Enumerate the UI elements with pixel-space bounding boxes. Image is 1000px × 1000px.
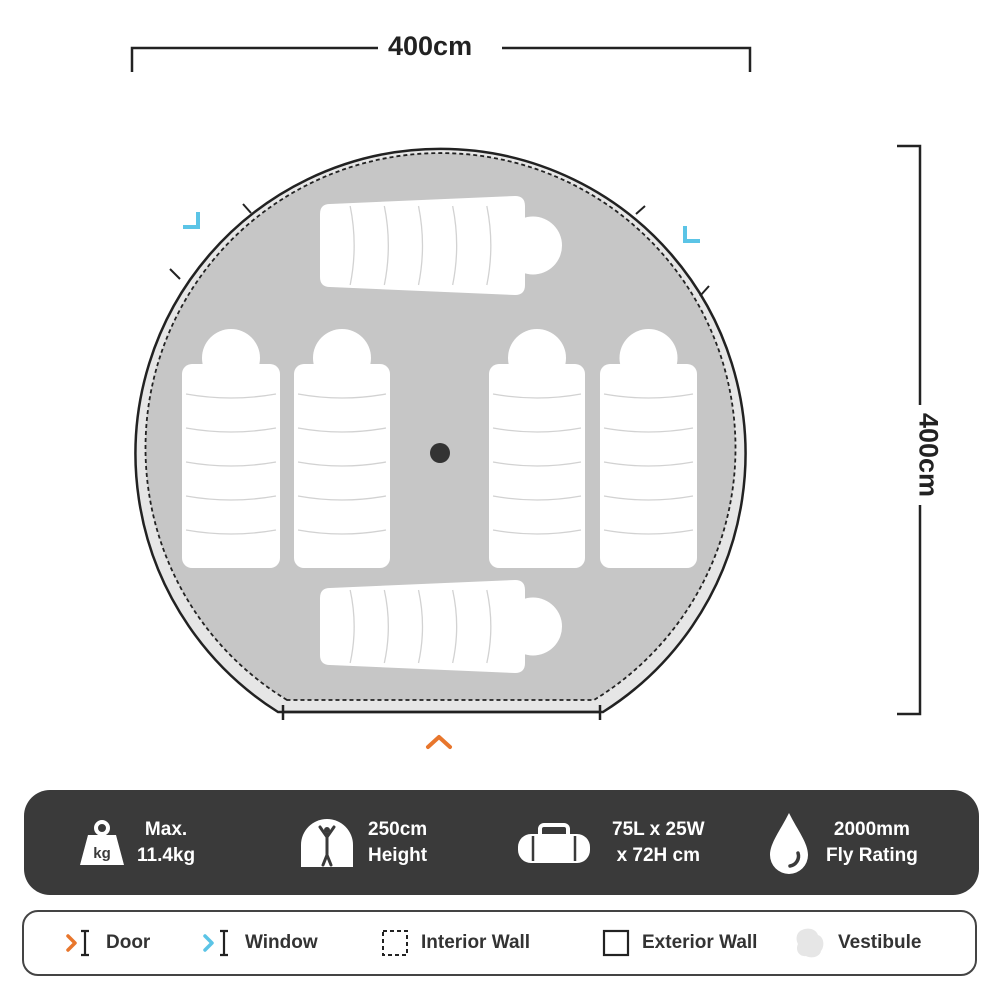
door-marker-icon [426, 735, 452, 749]
legend-interior-wall-label: Interior Wall [421, 932, 531, 953]
depth-dimension-line [897, 144, 922, 716]
window-right [635, 205, 710, 297]
interior-floor [144, 152, 737, 701]
depth-dimension-label: 400cm [914, 408, 944, 502]
sleeping-bag-left-outer [182, 329, 280, 568]
spec-height: 250cm Height [300, 790, 427, 895]
tent-floorplan [130, 46, 922, 749]
spec-height-line2: Height [368, 844, 428, 866]
width-dimension-label: 400cm [382, 33, 479, 60]
weight-kg-icon: kg [80, 819, 124, 865]
sleeping-bag-right-outer [600, 329, 697, 568]
spec-weight-line1: Max. [144, 818, 188, 840]
window-marker-left-icon [183, 212, 200, 229]
spec-pack-size: 75L x 25W x 72H cm [516, 790, 705, 895]
window-left [169, 203, 252, 280]
legend-vestibule-label: Vestibule [838, 932, 922, 953]
legend-exterior-wall-label: Exterior Wall [642, 932, 758, 953]
water-drop-icon [770, 812, 808, 874]
legend-window: Window [201, 912, 318, 974]
front-door [281, 705, 602, 720]
legend-window-label: Window [245, 932, 318, 953]
legend-interior-wall: Interior Wall [381, 912, 530, 974]
spec-fly-line1: 2000mm [833, 818, 910, 840]
spec-fly-line2: Fly Rating [826, 844, 918, 866]
window-icon [203, 929, 228, 957]
spec-pack-line1: 75L x 25W [612, 818, 705, 840]
spec-fly-rating: 2000mm Fly Rating [768, 790, 918, 895]
sleeping-bag-bottom [320, 580, 562, 673]
sleeping-bag-top [320, 196, 562, 295]
spec-max-weight: kg Max. 11.4kg [79, 790, 195, 895]
sleeping-bag-left-inner [294, 329, 390, 568]
width-dimension-line [130, 46, 752, 72]
spec-weight-line2: 11.4kg [137, 844, 196, 866]
sleeping-bags [182, 196, 697, 673]
spec-height-line1: 250cm [368, 818, 428, 840]
exterior-wall-icon [602, 929, 630, 957]
door-icon [66, 929, 89, 957]
height-person-icon [301, 818, 353, 867]
spec-bar: kg Max. 11.4kg 250cm Height 75L x 25W x … [24, 790, 979, 895]
window-marker-right-icon [683, 226, 700, 243]
legend-door-label: Door [106, 932, 151, 953]
center-pole [430, 443, 450, 463]
legend-door: Door [64, 912, 150, 974]
interior-wall-icon [382, 930, 408, 956]
spec-pack-line2: x 72H cm [616, 844, 701, 866]
legend-vestibule: Vestibule [794, 912, 921, 974]
duffel-bag-icon [518, 822, 590, 863]
sleeping-bag-right-inner [489, 329, 585, 568]
svg-text:kg: kg [93, 845, 111, 862]
legend-bar: Door Window Interior Wall Exterior Wall … [22, 910, 977, 976]
vestibule-icon [796, 928, 824, 958]
legend-exterior-wall: Exterior Wall [602, 912, 757, 974]
